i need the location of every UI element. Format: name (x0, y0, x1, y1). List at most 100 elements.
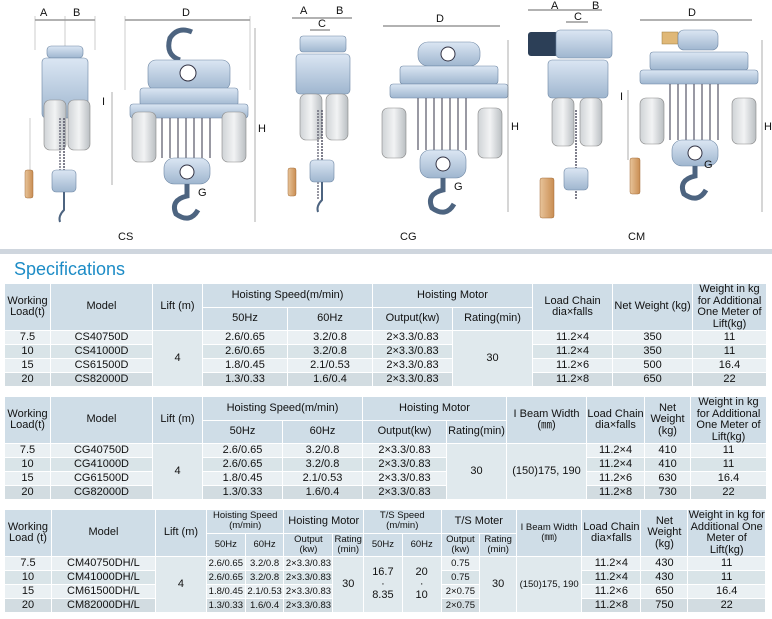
table-cell: 430 (640, 556, 689, 572)
table-cell: 430 (640, 570, 689, 586)
cs-header-lift: Lift (m) (152, 282, 203, 332)
table-cell: 20 (4, 598, 52, 614)
cg-header-net-weight: Net Weight (kg) (644, 395, 692, 445)
ts-speed-50-line: 16.7 (372, 566, 394, 579)
table-cell: 350 (612, 344, 694, 360)
table-cell: 11 (692, 344, 768, 360)
table-cell: 1.8/0.45 (202, 471, 283, 487)
cm-header-model: Model (50, 508, 156, 558)
cs-label: CS (118, 231, 133, 243)
table-cell: 1.3/0.33 (205, 598, 246, 614)
cm-header-50hz: 50Hz (205, 532, 246, 558)
cs-header-load-chain: Load Chain dia×falls (532, 282, 614, 332)
table-cell: 7.5 (4, 443, 51, 459)
table-cell: 2.6/0.65 (202, 443, 283, 459)
cg-header-working-load: Working Load(t) (4, 395, 51, 445)
table-cell: 2×3.3/0.83 (283, 598, 334, 614)
ts-speed-60-line: 20 (415, 566, 428, 579)
cs-header-working-load: Working Load(t) (4, 282, 51, 332)
table-cell: CS40750D (50, 330, 153, 346)
table-cell: 16.4 (687, 584, 766, 600)
table-cell: 22 (687, 598, 766, 614)
table-cell: 2.6/0.65 (202, 330, 288, 346)
cm-dim-a-label: A (551, 0, 559, 12)
table-cell: CS82000D (50, 372, 153, 388)
cg-label: CG (400, 231, 417, 243)
cs-header-net-weight: Net Weight (kg) (612, 282, 694, 332)
table-cell: 22 (690, 485, 768, 501)
cm-dim-g-label: G (704, 159, 713, 171)
table-cell: 3.2/0.8 (282, 443, 363, 459)
section-divider (0, 249, 772, 254)
table-cell: 0.75 (440, 556, 481, 572)
cm-lift-value: 4 (154, 556, 207, 614)
cm-side-view (528, 9, 613, 219)
cg-dim-d-label: D (436, 13, 444, 25)
cg-header-60hz: 60Hz (282, 419, 363, 445)
cm-header-load-chain: Load Chain dia×falls (581, 508, 642, 558)
cm-header-ts-50hz: 50Hz (363, 532, 403, 558)
cs-header-hoisting-speed: Hoisting Speed(m/min) (202, 283, 373, 308)
cm-ts-speed-50: 16.7 · 8.35 (363, 556, 403, 614)
cs-header-output: Output(kw) (372, 306, 453, 332)
cs-spec-table: Working Load(t) Model Lift (m) Hoisting … (4, 282, 768, 388)
specifications-title: Specifications (14, 259, 126, 279)
cm-header-ibeam: I Beam Width (㎜) (516, 508, 583, 558)
table-cell: 0.75 (440, 570, 481, 586)
table-cell: 1.3/0.33 (202, 485, 283, 501)
hoist-drawings: A B D I H G CS (24, 0, 772, 243)
table-cell: CG41000D (50, 457, 153, 473)
table-cell: CG61500D (50, 471, 153, 487)
table-cell: 15 (4, 584, 52, 600)
cg-dim-c-label: C (318, 18, 326, 30)
table-cell: 2.6/0.65 (205, 556, 246, 572)
table-cell: 11.2×4 (532, 330, 614, 346)
table-cell: 11.2×6 (532, 358, 614, 374)
cm-header-output: Output (kw) (283, 532, 334, 558)
cm-header-extra-weight: Weight in kg for Additional One Meter of… (687, 508, 766, 558)
ts-speed-60-line: · (419, 577, 424, 590)
cm-header-ts-motor: T/S Moter (440, 509, 518, 534)
cg-header-hoisting-motor: Hoisting Motor (361, 396, 508, 421)
table-cell: 2.1/0.53 (244, 584, 285, 600)
cg-dim-b-label: B (336, 5, 343, 17)
dim-i-label: I (102, 96, 105, 108)
cm-header-net-weight: Net Weight (kg) (640, 508, 689, 558)
table-cell: 2×3.3/0.83 (372, 358, 453, 374)
cg-front-view (381, 25, 509, 215)
table-cell: 2×3.3/0.83 (372, 372, 453, 388)
table-cell: 2.6/0.65 (205, 570, 246, 586)
cm-ts-rating-value: 30 (479, 556, 518, 614)
cm-dim-c-label: C (574, 11, 582, 23)
table-cell: 630 (644, 471, 692, 487)
table-cell: 20 (4, 485, 51, 501)
table-cell: 2×3.3/0.83 (283, 556, 334, 572)
table-cell: 2×3.3/0.83 (362, 471, 447, 487)
table-cell: 2×3.3/0.83 (372, 344, 453, 360)
table-cell: 3.2/0.8 (244, 556, 285, 572)
table-cell: 16.4 (692, 358, 768, 374)
table-cell: 11.2×8 (581, 598, 642, 614)
table-cell: 11.2×8 (586, 485, 646, 501)
table-cell: 16.4 (690, 471, 768, 487)
table-cell: 11 (692, 330, 768, 346)
cm-label: CM (628, 231, 645, 243)
table-cell: 730 (644, 485, 692, 501)
cg-dim-a-label: A (300, 5, 308, 17)
cg-rating-value: 30 (445, 443, 508, 501)
table-cell: 650 (612, 372, 694, 388)
cs-header-rating: Rating(min) (451, 306, 534, 332)
cg-header-50hz: 50Hz (202, 419, 283, 445)
table-cell: 2×3.3/0.83 (362, 443, 447, 459)
cs-front-view (111, 16, 256, 222)
table-cell: 10 (4, 570, 52, 586)
table-cell: 650 (640, 584, 689, 600)
table-cell: 2×3.3/0.83 (283, 570, 334, 586)
cg-lift-value: 4 (152, 443, 203, 501)
cm-dim-i-label: I (620, 91, 623, 103)
cm-header-ts-speed: T/S Speed (m/min) (363, 509, 442, 534)
table-cell: 10 (4, 457, 51, 473)
cs-header-60hz: 60Hz (287, 306, 373, 332)
cm-rating-value: 30 (332, 556, 365, 614)
table-cell: 11 (687, 556, 766, 572)
